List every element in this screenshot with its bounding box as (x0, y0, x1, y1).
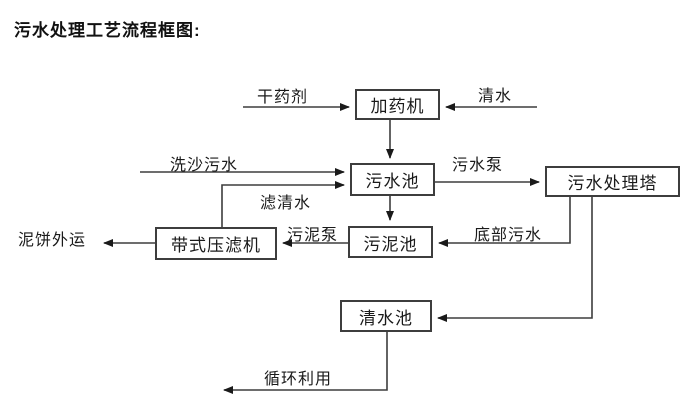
node-sewage-pool: 污水池 (350, 163, 435, 196)
label-filtered-water: 滤清水 (260, 195, 312, 212)
label-dry-chemical: 干药剂 (257, 89, 309, 106)
node-dosing-machine: 加药机 (355, 89, 440, 120)
filtered-water-arrow (221, 181, 345, 228)
node-belt-filter-press: 带式压滤机 (155, 227, 277, 260)
label-sand-washing-sewage: 洗沙污水 (170, 157, 239, 174)
node-clean-water-pool: 清水池 (340, 300, 432, 332)
bottom-sewage-arrow (438, 197, 571, 247)
tower-to-clean-arrow (437, 197, 593, 322)
label-bottom-sewage: 底部污水 (474, 227, 543, 244)
recycle-arrow (223, 332, 388, 394)
page-title: 污水处理工艺流程框图: (14, 21, 201, 40)
label-mud-cake-out: 泥饼外运 (18, 232, 87, 249)
label-sludge-pump: 污泥泵 (287, 227, 339, 244)
label-clean-water: 清水 (478, 88, 513, 105)
label-recycle-use: 循环利用 (264, 371, 333, 388)
label-sewage-pump: 污水泵 (452, 157, 504, 174)
node-treatment-tower: 污水处理塔 (545, 166, 680, 197)
node-sludge-pool: 污泥池 (348, 226, 433, 258)
